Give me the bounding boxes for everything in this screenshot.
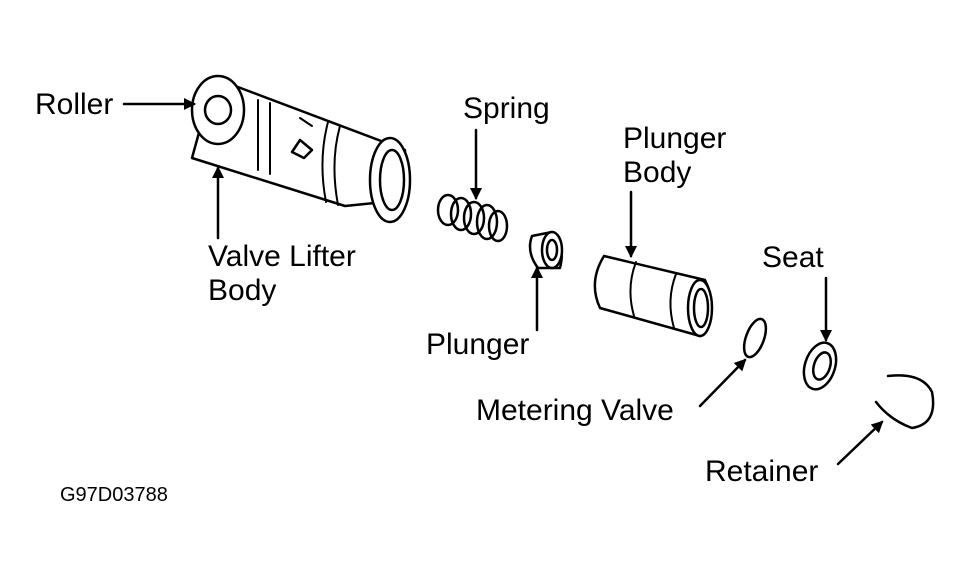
plunger-body-label-line2: Body (623, 156, 692, 189)
metering-valve-label: Metering Valve (476, 394, 674, 427)
retainer-arrow (836, 420, 884, 466)
seat-label: Seat (762, 241, 824, 274)
metering-valve-arrow (698, 358, 747, 408)
valve-lifter-body-label-line2: Body (208, 274, 277, 307)
roller-label: Roller (35, 88, 114, 121)
plunger-part (528, 230, 564, 270)
spring-part (436, 193, 509, 243)
plunger-body-part (593, 254, 714, 338)
figure-code: G97D03788 (60, 484, 168, 506)
valve-lifter-body-label-line1: Valve Lifter (208, 240, 356, 273)
retainer-part (874, 374, 935, 430)
plunger-label: Plunger (426, 328, 530, 361)
valve-lifter-body-part (190, 74, 412, 224)
retainer-label: Retainer (705, 455, 819, 488)
spring-label: Spring (463, 92, 550, 125)
plunger-body-label-line1: Plunger (623, 122, 727, 155)
metering-valve-part (742, 317, 768, 359)
seat-part (802, 341, 838, 391)
